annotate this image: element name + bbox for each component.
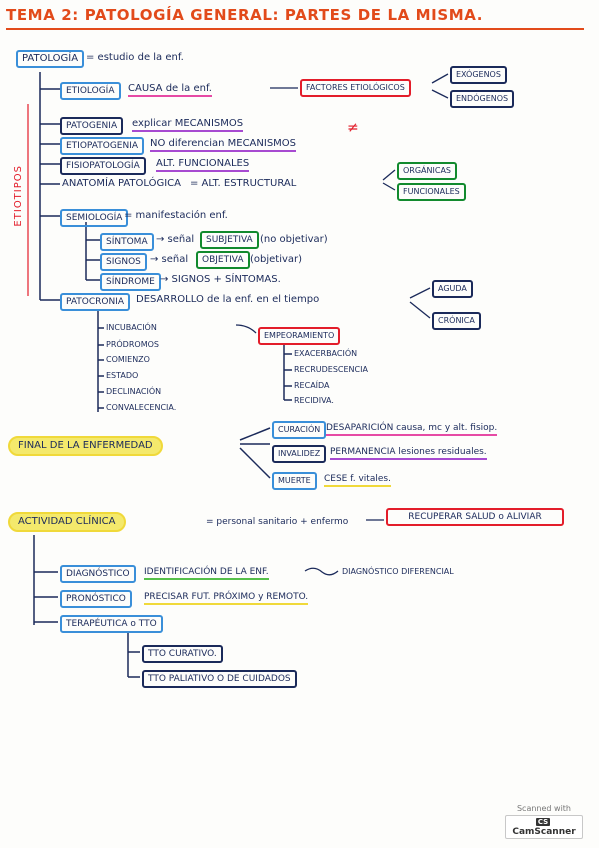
- empeoramiento-item: EXACERBACIÓN: [294, 349, 358, 358]
- muerte-box: MUERTE: [272, 472, 317, 490]
- fisiopatologia-def: ALT. FUNCIONALES: [156, 158, 250, 172]
- scanner-watermark: Scanned with CSCamScanner: [505, 804, 583, 839]
- empeoramiento-item: RECRUDESCENCIA: [294, 365, 368, 374]
- empeoramiento-item: RECIDIVA.: [294, 396, 334, 405]
- invalidez-box: INVALIDEZ: [272, 445, 327, 463]
- fase-item: PRÓDROMOS: [106, 340, 159, 349]
- signos-arrow: → señal: [150, 254, 189, 265]
- diagnostico-box: DIAGNÓSTICO: [60, 565, 136, 583]
- fase-item: DECLINACIÓN: [106, 387, 162, 396]
- fase-item: INCUBACIÓN: [106, 323, 157, 332]
- exogenos-box: EXÓGENOS: [450, 66, 507, 84]
- actividad-def: = personal sanitario + enfermo: [206, 517, 349, 527]
- empeoramiento-box: EMPEORAMIENTO: [258, 327, 341, 345]
- patocronia-box: PATOCRONIA: [60, 293, 131, 311]
- patogenia-box: PATOGENIA: [60, 117, 124, 135]
- etiologia-def: CAUSA de la enf.: [128, 83, 212, 97]
- endogenos-box: ENDÓGENOS: [450, 90, 515, 108]
- goal-box: RECUPERAR SALUD o ALIVIAR: [386, 508, 564, 526]
- etiopatogenia-def: NO diferencian MECANISMOS: [150, 138, 297, 152]
- pronostico-def: PRECISAR FUT. PRÓXIMO y REMOTO.: [144, 591, 309, 605]
- diagnostico-extra: DIAGNÓSTICO DIFERENCIAL: [342, 567, 454, 576]
- scanner-caption: Scanned with: [516, 804, 572, 813]
- signos-box: SIGNOS: [100, 253, 147, 271]
- scanner-badge: CSCamScanner: [505, 815, 583, 839]
- final-box: FINAL DE LA ENFERMEDAD: [8, 436, 163, 456]
- patogenia-def: explicar MECANISMOS: [132, 118, 244, 132]
- sintoma-arrow: → señal: [156, 234, 195, 245]
- curacion-box: CURACIÓN: [272, 421, 327, 439]
- tto-paliativo-box: TTO PALIATIVO O DE CUIDADOS: [142, 670, 297, 688]
- patologia-box: PATOLOGÍA: [16, 50, 85, 68]
- patocronia-def: DESARROLLO de la enf. en el tiempo: [136, 294, 320, 305]
- signos-note: (objetivar): [250, 254, 303, 265]
- subjetiva-box: SUBJETIVA: [200, 231, 259, 249]
- not-equal-sign: ≠: [347, 120, 359, 136]
- objetiva-box: OBJETIVA: [196, 251, 250, 269]
- terapeutica-box: TERAPÉUTICA o TTO: [60, 615, 163, 633]
- etiologia-box: ETIOLOGÍA: [60, 82, 121, 100]
- curacion-def: DESAPARICIÓN causa, mc y alt. fisiop.: [326, 422, 498, 436]
- cronica-box: CRÓNICA: [432, 312, 481, 330]
- fase-item: COMIENZO: [106, 355, 150, 364]
- funcionales-box: FUNCIONALES: [397, 183, 466, 201]
- sindrome-def: → SIGNOS + SÍNTOMAS.: [160, 274, 281, 285]
- fisiopatologia-box: FISIOPATOLOGÍA: [60, 157, 146, 175]
- sintoma-box: SÍNTOMA: [100, 233, 154, 251]
- factores-box: FACTORES ETIOLÓGICOS: [300, 79, 411, 97]
- sintoma-note: (no objetivar): [260, 234, 328, 245]
- anatomia-def: = ALT. ESTRUCTURAL: [190, 178, 297, 189]
- empeoramiento-item: RECAÍDA: [294, 381, 330, 390]
- sindrome-box: SÍNDROME: [100, 273, 161, 291]
- etiopatogenia-box: ETIOPATOGENIA: [60, 137, 145, 155]
- camscanner-logo-icon: CS: [535, 818, 551, 826]
- semiologia-box: SEMIOLOGÍA: [60, 209, 129, 227]
- tto-curativo-box: TTO CURATIVO.: [142, 645, 223, 663]
- patologia-def: = estudio de la enf.: [86, 52, 184, 63]
- fase-item: ESTADO: [106, 371, 139, 380]
- organicas-box: ORGÁNICAS: [397, 162, 458, 180]
- invalidez-def: PERMANENCIA lesiones residuales.: [330, 446, 487, 460]
- side-label: ETIOTIPOS: [13, 165, 24, 227]
- anatomia-label: ANATOMÍA PATOLÓGICA: [62, 178, 182, 189]
- fase-item: CONVALECENCIA.: [106, 403, 177, 412]
- title-underline: [6, 28, 584, 30]
- actividad-box: ACTIVIDAD CLÍNICA: [8, 512, 126, 532]
- pronostico-box: PRONÓSTICO: [60, 590, 132, 608]
- page-title: TEMA 2: PATOLOGÍA GENERAL: PARTES DE LA …: [6, 6, 484, 24]
- aguda-box: AGUDA: [432, 280, 473, 298]
- diagnostico-def: IDENTIFICACIÓN DE LA ENF.: [144, 566, 269, 580]
- scanner-brand: CamScanner: [512, 827, 576, 837]
- muerte-def: CESE f. vitales.: [324, 473, 391, 487]
- semiologia-def: = manifestación enf.: [124, 210, 228, 221]
